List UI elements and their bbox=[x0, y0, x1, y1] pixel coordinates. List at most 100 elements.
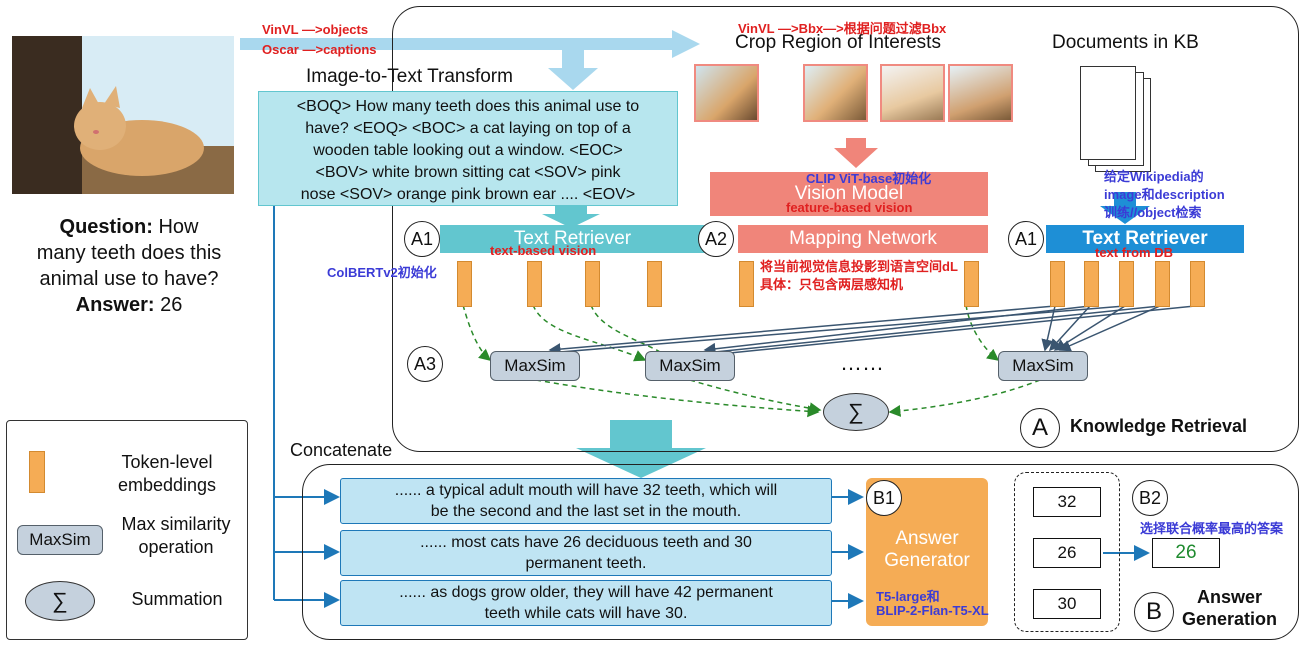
top-flow-arrow bbox=[240, 30, 700, 58]
embedding-v2 bbox=[964, 261, 979, 307]
question-text-3: animal use to have? bbox=[39, 268, 219, 290]
legend-token-swatch bbox=[29, 451, 45, 493]
embedding-d4 bbox=[1155, 261, 1170, 307]
mapping-network: Mapping Network bbox=[738, 225, 988, 253]
crop-thumb-2 bbox=[803, 64, 868, 122]
ann-wiki-2: image和description bbox=[1104, 187, 1225, 202]
ann-t5-2: BLIP-2-Flan-T5-XL bbox=[876, 603, 989, 618]
label-a2: A2 bbox=[698, 221, 734, 257]
cat-photo bbox=[12, 36, 234, 194]
passage-2-line-1: ...... most cats have 26 deciduous teeth… bbox=[420, 534, 752, 551]
ann-clip: CLIP ViT-base初始化 bbox=[806, 171, 932, 186]
text-retriever-left: Text Retriever bbox=[440, 225, 705, 253]
ann-t5-1: T5-large和 bbox=[876, 589, 940, 604]
embedding-v1 bbox=[739, 261, 754, 307]
arrow-to-retriever bbox=[542, 206, 600, 228]
passage-1: ...... a typical adult mouth will have 3… bbox=[340, 478, 832, 524]
answer-generation-label: Answer Generation bbox=[1182, 586, 1277, 630]
concatenate-arrow bbox=[576, 420, 706, 478]
answer-generator-1: Answer bbox=[895, 528, 959, 549]
passage-2: ...... most cats have 26 deciduous teeth… bbox=[340, 530, 832, 576]
ann-vinvl-bbx: VinVL —>Bbx—>根据问题过滤Bbx bbox=[738, 21, 947, 36]
crop-region-title: Crop Region of Interests bbox=[735, 32, 941, 53]
passage-3: ...... as dogs grow older, they will hav… bbox=[340, 580, 832, 626]
passage-3-line-2: teeth while cats will have 30. bbox=[484, 605, 688, 622]
embedding-q4 bbox=[647, 261, 662, 307]
itt-line-1: <BOQ> How many teeth does this animal us… bbox=[296, 98, 640, 115]
legend-maxsim-1: Max similarity bbox=[121, 514, 231, 534]
legend-token-2: embeddings bbox=[117, 475, 217, 495]
itt-line-2: have? <EOQ> <BOC> a cat laying on top of… bbox=[305, 120, 631, 137]
embedding-q2 bbox=[527, 261, 542, 307]
embedding-q1 bbox=[457, 261, 472, 307]
answer-label: Answer: bbox=[75, 294, 155, 316]
knowledge-retrieval-label: Knowledge Retrieval bbox=[1070, 416, 1248, 436]
maxsim-3: MaxSim bbox=[998, 351, 1088, 381]
ann-wiki-1: 给定Wikipedia的 bbox=[1104, 169, 1204, 184]
ann-wiki-3: 训练//object检索 bbox=[1104, 205, 1202, 220]
embedding-d2 bbox=[1084, 261, 1099, 307]
itt-line-3: wooden table looking out a window. <EOC> bbox=[313, 142, 623, 159]
arrow-to-retriever-right bbox=[1100, 192, 1150, 224]
passage-3-line-1: ...... as dogs grow older, they will hav… bbox=[399, 584, 773, 601]
itt-line-4: <BOV> white brown sitting cat <SOV> pink bbox=[315, 164, 621, 181]
candidate-answer-3: 30 bbox=[1033, 589, 1101, 619]
label-b1: B1 bbox=[866, 480, 902, 516]
candidate-answers-group bbox=[1014, 472, 1120, 632]
question-label: Question: bbox=[59, 216, 153, 238]
question-block: Question: How many teeth does this anima… bbox=[20, 214, 238, 318]
legend-maxsim-icon: MaxSim bbox=[17, 525, 103, 555]
crop-thumb-1 bbox=[694, 64, 759, 122]
passage-2-line-2: permanent teeth. bbox=[525, 555, 647, 572]
legend-sum-icon: ∑ bbox=[25, 581, 95, 621]
label-a: A bbox=[1020, 408, 1060, 448]
candidate-answer-2: 26 bbox=[1033, 538, 1101, 568]
ann-feature-vision: feature-based vision bbox=[786, 200, 913, 215]
answer-generation-panel bbox=[302, 464, 1299, 640]
image-to-text-box: <BOQ> How many teeth does this animal us… bbox=[258, 91, 678, 206]
embedding-d3 bbox=[1119, 261, 1134, 307]
itt-line-5: nose <SOV> orange pink brown ear .... <E… bbox=[300, 186, 636, 203]
ann-vinvl-objects: VinVL —>objects bbox=[262, 22, 369, 37]
ann-oscar-captions: Oscar —>captions bbox=[262, 42, 377, 57]
legend-maxsim-2: operation bbox=[138, 537, 214, 557]
vision-model: Vision Model bbox=[710, 172, 988, 216]
candidate-answer-1: 32 bbox=[1033, 487, 1101, 517]
ann-text-vision: text-based vision bbox=[490, 243, 597, 258]
ann-select-answer: 选择联合概率最高的答案 bbox=[1140, 521, 1284, 536]
doc-page-1 bbox=[1080, 66, 1136, 160]
ann-mapping-1: 将当前视觉信息投影到语言空间dL bbox=[760, 259, 958, 274]
embedding-d1 bbox=[1050, 261, 1065, 307]
answer-generation-2: Generation bbox=[1182, 609, 1278, 629]
label-a1-right: A1 bbox=[1008, 221, 1044, 257]
maxsim-2: MaxSim bbox=[645, 351, 735, 381]
maxsim-1: MaxSim bbox=[490, 351, 580, 381]
passage-1-line-1: ...... a typical adult mouth will have 3… bbox=[394, 482, 778, 499]
arrow-to-vision bbox=[834, 138, 878, 168]
legend-token-1: Token-level bbox=[121, 452, 213, 472]
label-b2: B2 bbox=[1132, 480, 1168, 516]
answer-generation-1: Answer bbox=[1197, 587, 1263, 607]
label-b: B bbox=[1134, 592, 1174, 632]
question-text-2: many teeth does this bbox=[36, 242, 222, 264]
knowledge-retrieval-panel bbox=[392, 6, 1299, 452]
answer-value: 26 bbox=[160, 294, 183, 316]
crop-thumb-4 bbox=[948, 64, 1013, 122]
question-text-1: How bbox=[158, 216, 199, 238]
ann-text-db: text from DB bbox=[1095, 245, 1174, 260]
answer-generator-2: Generator bbox=[884, 550, 970, 571]
embedding-d5 bbox=[1190, 261, 1205, 307]
legend-box: Token-level embeddings MaxSim Max simila… bbox=[6, 420, 248, 640]
concatenate-label: Concatenate bbox=[290, 440, 393, 460]
label-a3: A3 bbox=[407, 346, 443, 382]
ann-mapping-2: 具体：只包含两层感知机 bbox=[760, 277, 904, 292]
ann-colbert: ColBERTv2初始化 bbox=[327, 265, 437, 280]
cat-illustration bbox=[12, 36, 234, 194]
maxsim-ellipsis: …… bbox=[840, 350, 884, 375]
crop-thumb-3 bbox=[880, 64, 945, 122]
sum-node: ∑ bbox=[823, 393, 889, 431]
down-arrow-itt bbox=[548, 50, 598, 90]
text-retriever-right: Text Retriever bbox=[1046, 225, 1244, 253]
passage-1-line-2: be the second and the last set in the mo… bbox=[430, 503, 742, 520]
